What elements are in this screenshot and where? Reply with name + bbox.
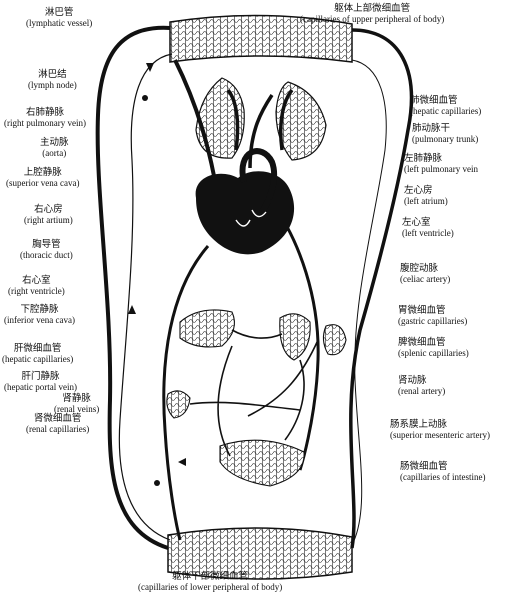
- left-lung-capillaries: [275, 81, 327, 161]
- label-thoracic-duct: 胸导管(thoracic duct): [20, 239, 73, 261]
- label-pulmonary-trunk: 肺动脉干(pulmonary trunk): [412, 123, 479, 145]
- lower-capillary-bed: [167, 527, 353, 580]
- intestine-capillaries: [219, 439, 305, 487]
- lymph-node-dot-lower: [154, 480, 160, 486]
- label-inferior-vena-cava: 下腔静脉(inferior vena cava): [4, 304, 75, 326]
- flow-arrow-left: [178, 458, 186, 466]
- label-left-ventricle: 左心室(left ventricle): [402, 217, 454, 239]
- label-aorta: 主动脉(aorta): [40, 137, 69, 159]
- lymphatic-vessel-line: [118, 53, 173, 541]
- outer-venous-loop: [95, 25, 171, 550]
- heart-valves: [235, 209, 267, 227]
- label-left-pulmonary-vein: 左肺静脉(left pulmonary vein: [404, 153, 478, 175]
- label-left-atrium: 左心房(left atrium): [404, 185, 448, 207]
- label-renal-artery: 肾动脉(renal artery): [398, 375, 446, 397]
- liver-capillaries: [179, 309, 235, 348]
- label-renal-veins: 肾静脉(renal veins): [54, 393, 100, 415]
- outer-arterial-loop: [349, 28, 414, 549]
- label-renal-capillaries: 肾微细血管(renal capillaries): [26, 413, 90, 435]
- label-right-atrium: 右心房(right artium): [24, 204, 73, 226]
- abdominal-vessels: [189, 329, 319, 457]
- splenic-capillaries: [322, 324, 347, 356]
- label-celiac-artery: 腹腔动脉(celiac artery): [400, 263, 451, 285]
- aortic-arch: [239, 148, 278, 214]
- label-superior-mesenteric-artery: 肠系膜上动脉(superior mesenteric artery): [390, 419, 490, 441]
- label-lung-capillaries: 肺微细血管(hepatic capillaries): [410, 95, 482, 117]
- label-right-ventricle: 右心室(right ventricle): [8, 275, 65, 297]
- pulmonary-vessels: [226, 88, 294, 169]
- renal-capillaries: [166, 390, 191, 419]
- label-upper-peripheral: 躯体上部微细血管(capillaries of upper peripheral…: [300, 3, 445, 25]
- superior-vena-cava: [173, 59, 216, 177]
- flow-arrow-down: [146, 63, 154, 72]
- label-superior-vena-cava: 上腔静脉(superior vena cava): [6, 167, 80, 189]
- label-splenic-capillaries: 脾微细血管(splenic capillaries): [398, 337, 469, 359]
- outer-body-outline: [351, 59, 387, 546]
- gastric-capillaries: [279, 313, 311, 361]
- label-gastric-capillaries: 胃微细血管(gastric capillaries): [398, 305, 468, 327]
- label-right-pulmonary-vein: 右肺静脉(right pulmonary vein): [4, 107, 86, 129]
- label-hepatic-portal-vein: 肝门静脉(hepatic portal vein): [4, 371, 77, 393]
- label-lymph-node: 淋巴结(lymph node): [28, 69, 77, 91]
- label-intestine-capillaries: 肠微细血管(capillaries of intestine): [400, 461, 486, 483]
- label-lymphatic-vessel: 淋巴管(lymphatic vessel): [26, 7, 93, 29]
- upper-capillary-bed: [169, 14, 353, 63]
- inferior-vena-cava: [162, 245, 210, 541]
- flow-arrow-up: [128, 305, 136, 314]
- lymph-node-dot: [142, 95, 148, 101]
- label-hepatic-capillaries-left: 肝微细血管(hepatic capillaries): [2, 343, 74, 365]
- label-lower-peripheral: 躯体下部微细血管(capillaries of lower peripheral…: [138, 571, 283, 593]
